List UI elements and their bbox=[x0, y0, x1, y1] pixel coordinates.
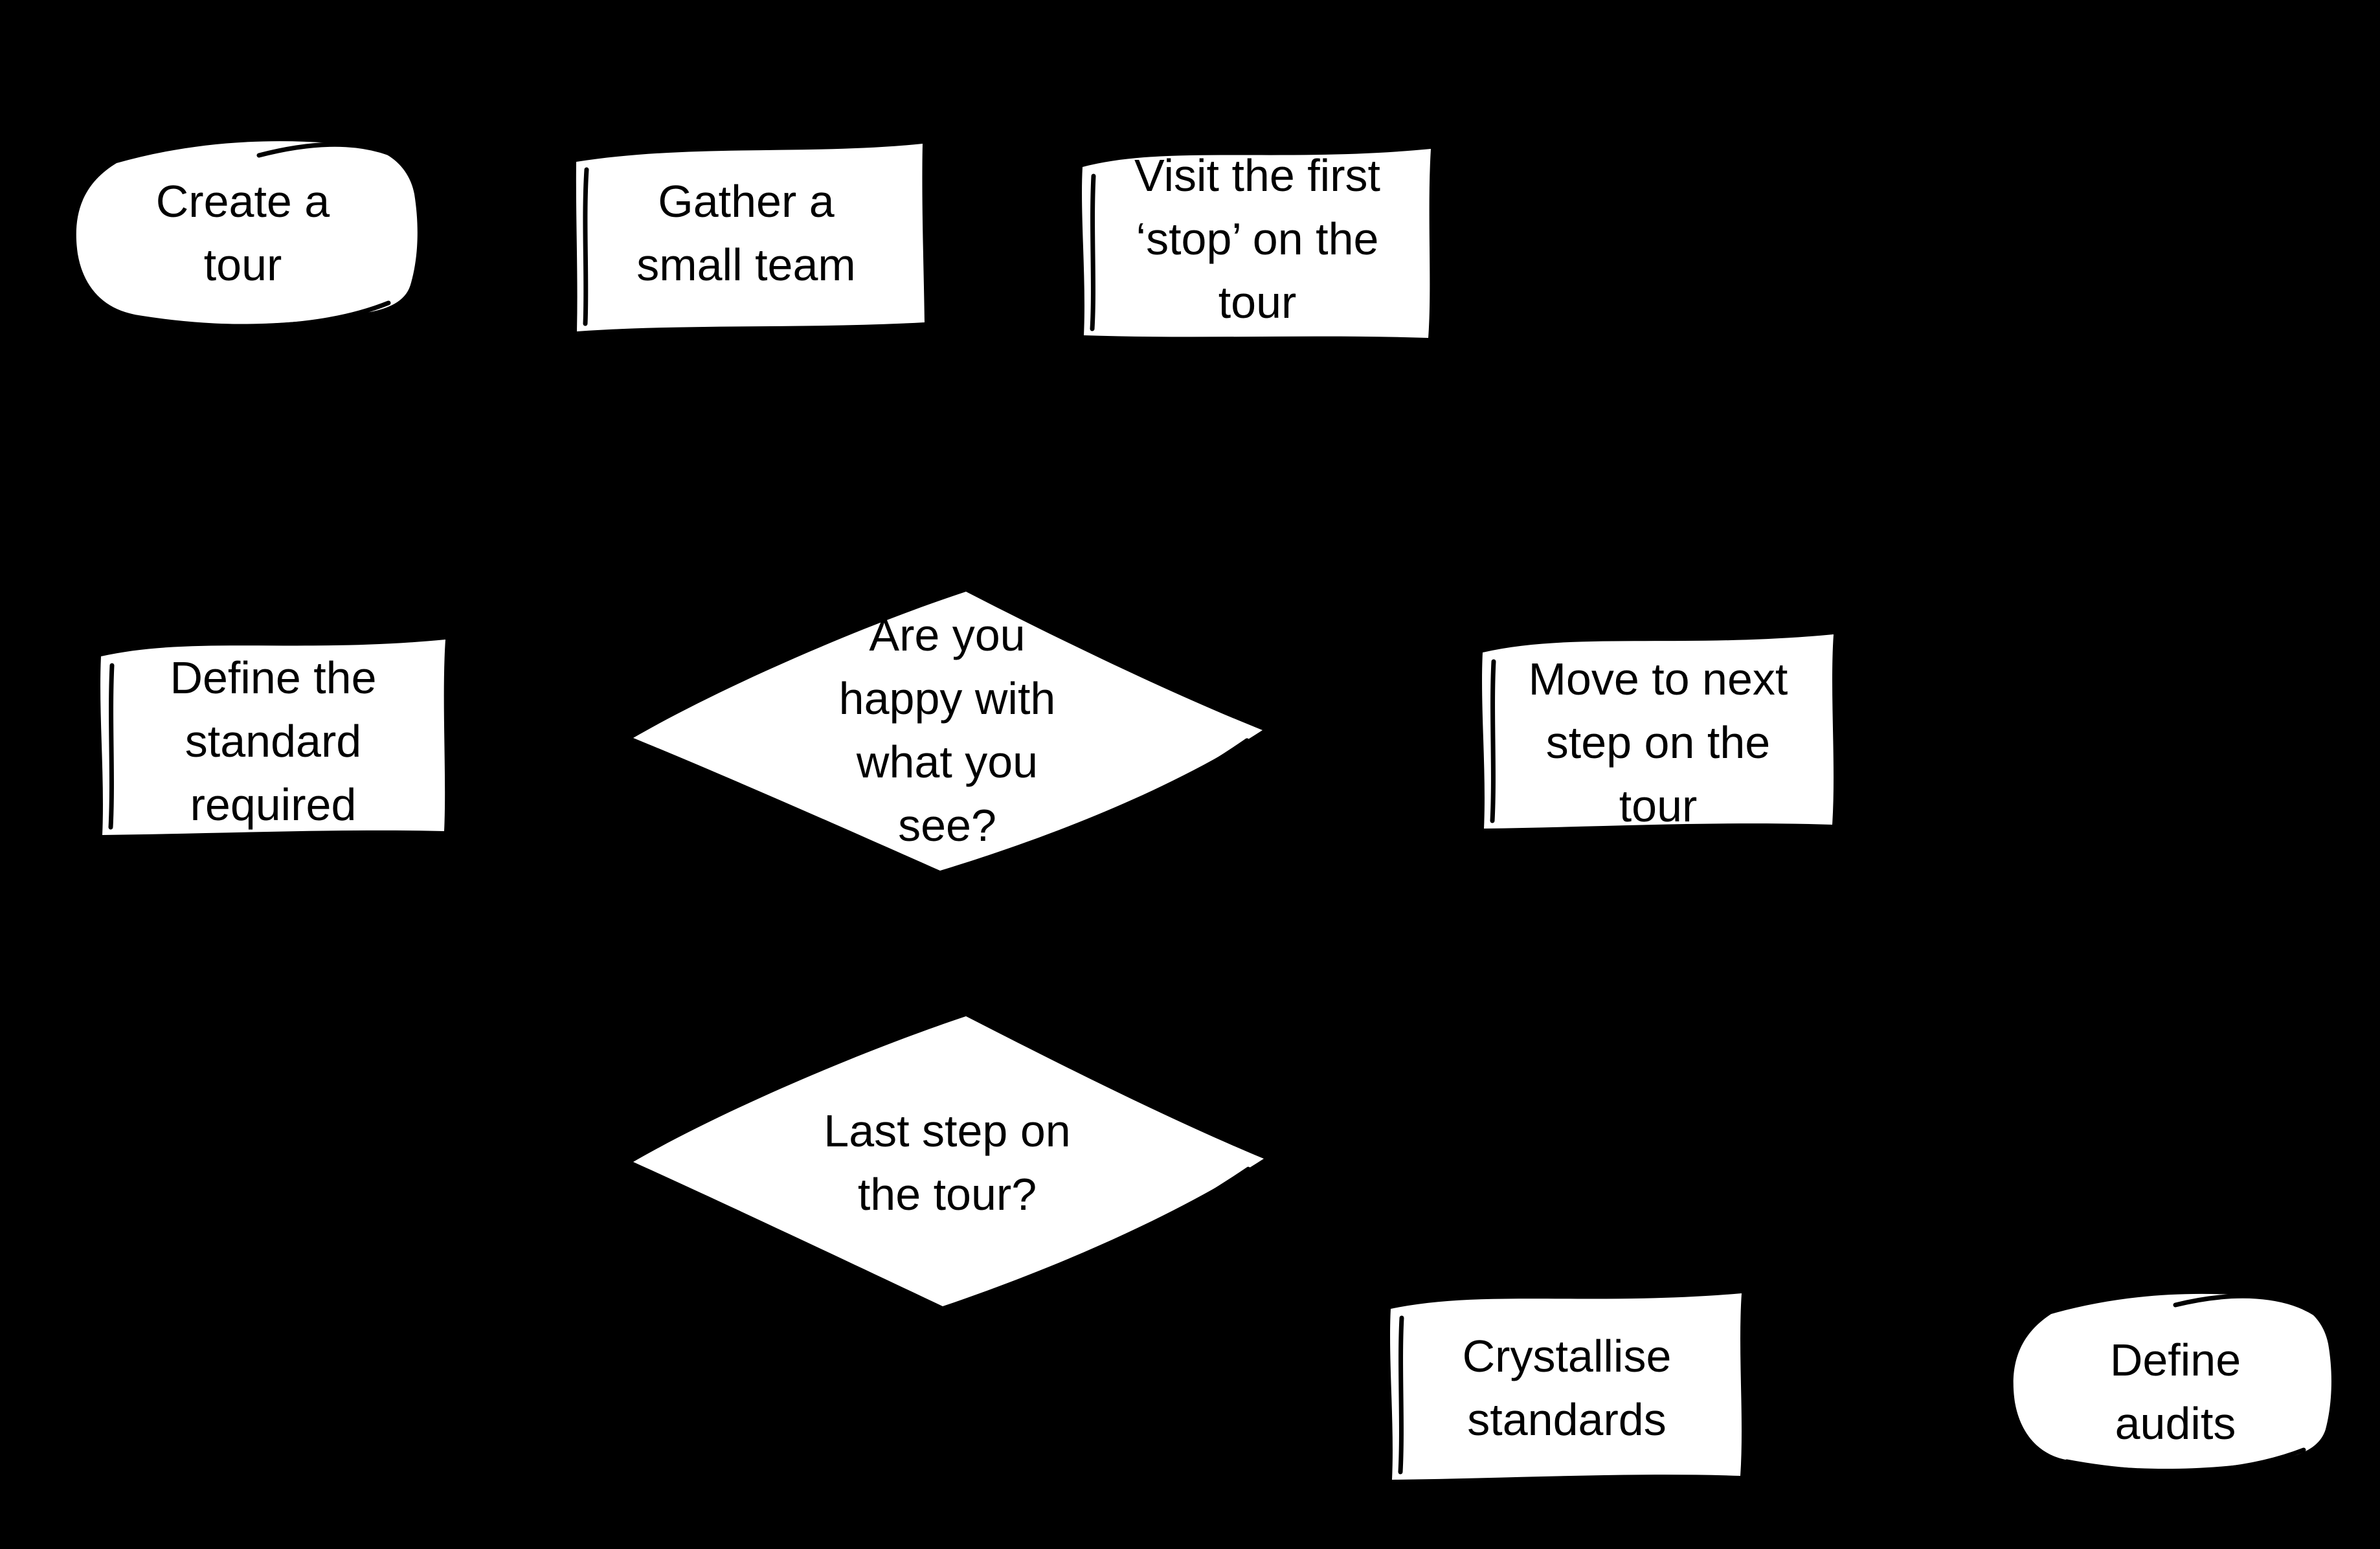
sketch-line bbox=[1398, 1315, 1404, 1475]
define-standard-node bbox=[100, 640, 446, 835]
happy-decision-label: Are you happy with what you see? bbox=[838, 610, 1056, 851]
sketch-line bbox=[256, 142, 414, 167]
sketch-line bbox=[2173, 1293, 2320, 1318]
sketch-line bbox=[133, 300, 391, 329]
sketch-line bbox=[1090, 173, 1096, 331]
last-step-decision-shape bbox=[633, 1016, 1264, 1306]
last-step-decision-label: Last step on the tour? bbox=[824, 1106, 1071, 1220]
sketch-line bbox=[1490, 659, 1496, 823]
sketch-line bbox=[960, 1166, 1251, 1311]
sketch-line bbox=[646, 1169, 928, 1308]
happy-decision-node bbox=[633, 592, 1263, 876]
move-next-step-shape bbox=[1482, 634, 1834, 829]
define-standard-shape bbox=[100, 640, 446, 835]
sketch-line bbox=[2064, 1447, 2306, 1475]
sketch-line bbox=[108, 663, 115, 830]
last-step-decision-node bbox=[633, 1016, 1264, 1311]
visit-first-stop-shape bbox=[1082, 149, 1431, 338]
crystallise-standards-node bbox=[1390, 1293, 1742, 1480]
define-audits-node bbox=[2013, 1293, 2331, 1475]
create-tour-shape bbox=[76, 141, 418, 324]
gather-team-label: Gather a small team bbox=[636, 176, 856, 290]
move-next-step-label: Move to next step on the tour bbox=[1528, 654, 1788, 831]
sketch-line bbox=[583, 167, 589, 326]
gather-team-shape bbox=[576, 144, 925, 331]
create-tour-label: Create a tour bbox=[155, 176, 330, 290]
define-audits-shape bbox=[2013, 1293, 2331, 1469]
happy-decision-shape bbox=[633, 592, 1263, 871]
sketch-line bbox=[957, 738, 1250, 876]
sketch-line bbox=[646, 744, 926, 876]
define-audits-label: Define audits bbox=[2109, 1335, 2241, 1449]
crystallise-standards-shape bbox=[1390, 1293, 1742, 1480]
crystallise-standards-label: Crystallise standards bbox=[1462, 1331, 1672, 1445]
create-tour-node bbox=[76, 141, 418, 329]
visit-first-stop-node bbox=[1082, 149, 1431, 338]
define-standard-label: Define the standard required bbox=[170, 652, 377, 830]
move-next-step-node bbox=[1482, 634, 1834, 829]
gather-team-node bbox=[576, 144, 925, 331]
visit-first-stop-label: Visit the first ‘stop’ on the tour bbox=[1134, 150, 1380, 328]
